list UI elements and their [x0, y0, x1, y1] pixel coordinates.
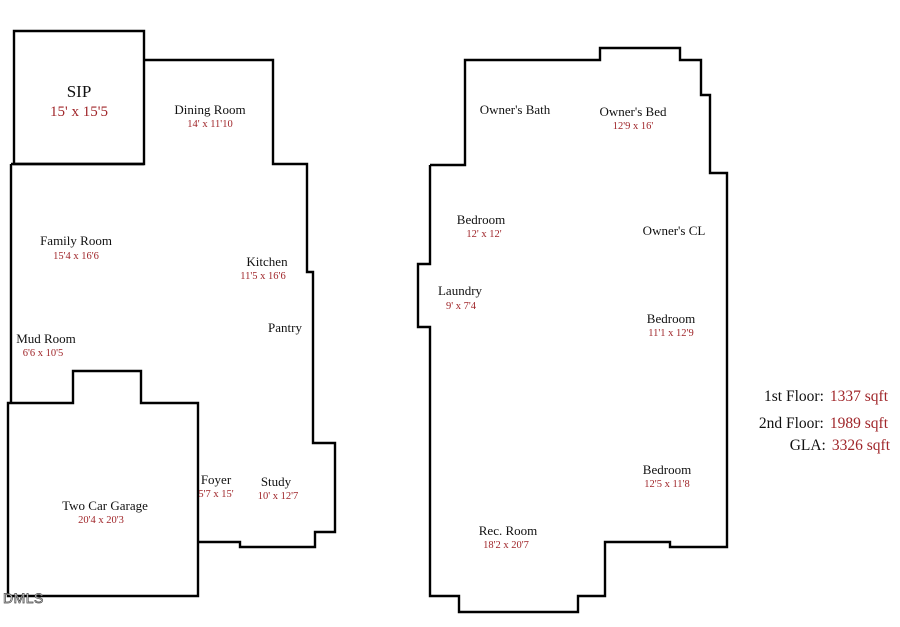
room-dims-bedroom-3: 11'1 x 12'9 [648, 328, 694, 339]
room-dims-kitchen: 11'5 x 16'6 [240, 271, 286, 282]
floor1-garage-walls [6, 369, 200, 598]
room-dims-owners-bed: 12'9 x 16' [612, 121, 654, 132]
watermark: DMLS [3, 590, 44, 607]
room-dims-mud-room: 6'6 x 10'5 [22, 348, 64, 359]
room-dims-bedroom-4: 12'5 x 11'8 [644, 479, 690, 490]
summary-value: 1337 sqft [829, 388, 888, 405]
summary-2nd-floor: 2nd Floor: 1989 sqft [759, 415, 888, 433]
floor2-walls [416, 46, 729, 614]
floor1-main-walls [9, 58, 337, 549]
room-dims-sip: 15' x 15'5 [50, 104, 108, 120]
room-label-foyer: Foyer [200, 472, 232, 487]
room-label-bedroom-3: Bedroom [646, 311, 696, 326]
summary-value: 1989 sqft [829, 415, 888, 432]
room-dims-laundry: 9' x 7'4 [445, 301, 477, 312]
room-dims-study: 10' x 12'7 [257, 491, 299, 502]
room-label-owners-bath: Owner's Bath [479, 102, 551, 117]
summary-gla: GLA: 3326 sqft [790, 437, 890, 455]
room-label-study: Study [260, 474, 292, 489]
summary-label: 2nd Floor: [758, 415, 824, 432]
summary-label: GLA: [789, 437, 826, 454]
room-label-rec-room: Rec. Room [478, 523, 538, 538]
summary-label: 1st Floor: [764, 388, 824, 405]
room-label-mud-room: Mud Room [16, 331, 76, 346]
room-label-sip: SIP [66, 82, 92, 101]
room-dims-foyer: 5'7 x 15' [198, 489, 234, 500]
room-dims-dining-room: 14' x 11'10 [187, 119, 233, 130]
room-label-bedroom-4: Bedroom [642, 462, 692, 477]
summary-1st-floor: 1st Floor: 1337 sqft [764, 388, 888, 406]
room-label-owners-closet: Owner's CL [642, 223, 706, 238]
room-label-pantry: Pantry [268, 320, 302, 335]
room-label-garage: Two Car Garage [62, 498, 148, 513]
summary-value: 3326 sqft [831, 437, 890, 454]
room-dims-rec-room: 18'2 x 20'7 [483, 540, 529, 551]
room-label-kitchen: Kitchen [246, 254, 288, 269]
room-label-bedroom-2: Bedroom [456, 212, 506, 227]
room-label-owners-bed: Owner's Bed [599, 104, 667, 119]
room-dims-bedroom-2: 12' x 12' [466, 229, 502, 240]
room-dims-garage: 20'4 x 20'3 [78, 515, 124, 526]
room-dims-family-room: 15'4 x 16'6 [53, 251, 99, 262]
room-label-laundry: Laundry [437, 283, 483, 298]
room-label-dining-room: Dining Room [174, 102, 246, 117]
room-label-family-room: Family Room [40, 233, 112, 248]
